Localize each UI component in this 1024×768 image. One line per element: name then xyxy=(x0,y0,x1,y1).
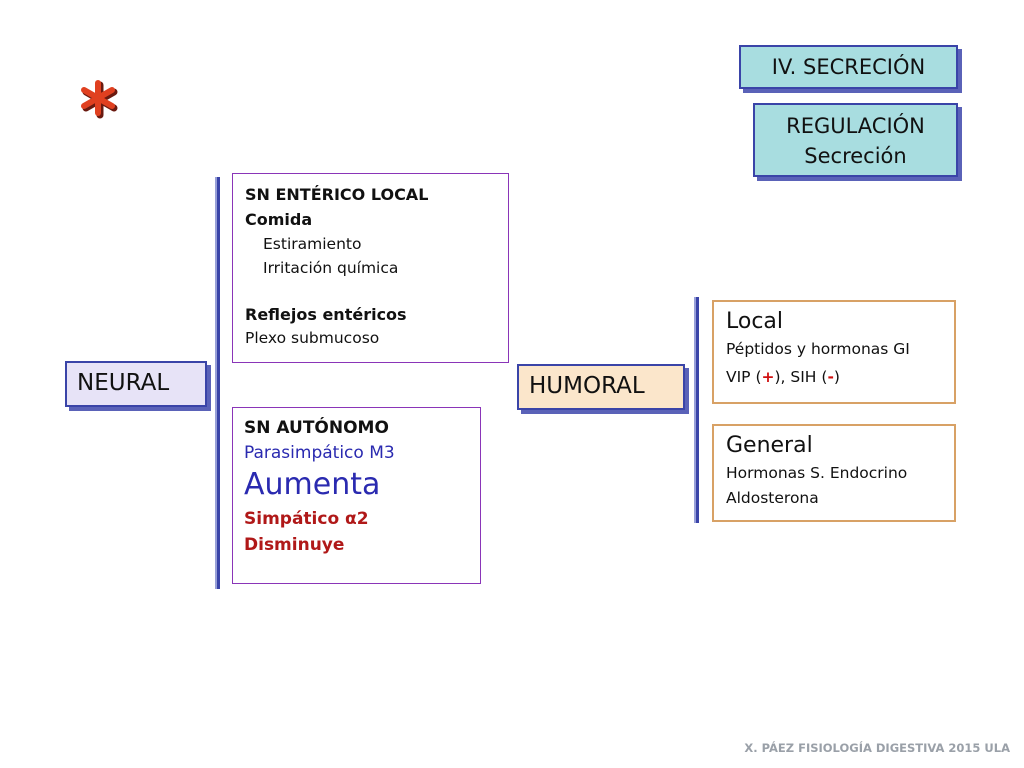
sympathetic-label: Simpático α2 xyxy=(244,509,369,529)
stimulus-item: Irritación química xyxy=(263,259,399,277)
enteric-nervous-system-box: SN ENTÉRICO LOCAL Comida Estiramiento Ir… xyxy=(232,173,509,363)
autonomic-title: SN AUTÓNOMO xyxy=(244,418,389,438)
local-line1: Péptidos y hormonas GI xyxy=(726,340,910,358)
plexus-label: Plexo submucoso xyxy=(245,329,380,347)
local-line2: VIP (+), SIH (-) xyxy=(726,362,954,392)
neural-label: NEURAL xyxy=(77,370,170,396)
local-line2-mid: ), SIH ( xyxy=(774,368,828,386)
stimulus-item: Estiramiento xyxy=(263,235,362,253)
reflex-title: Reflejos entéricos xyxy=(245,305,407,324)
decrease-label: Disminuye xyxy=(244,535,345,555)
increase-label: Aumenta xyxy=(244,467,381,502)
footer-credit: X. PÁEZ FISIOLOGÍA DIGESTIVA 2015 ULA xyxy=(744,741,1010,755)
local-title: Local xyxy=(726,309,784,334)
general-humoral-box: General Hormonas S. Endocrino Aldosteron… xyxy=(712,424,956,522)
regulation-title: REGULACIÓN xyxy=(786,114,925,138)
parasympathetic-label: Parasimpático M3 xyxy=(244,443,395,463)
minus-sign: - xyxy=(827,368,834,386)
regulation-subtitle: Secreción xyxy=(804,144,907,168)
section-title: IV. SECRECIÓN xyxy=(771,55,926,79)
general-line1: Hormonas S. Endocrino xyxy=(726,464,908,482)
regulation-box: REGULACIÓN Secreción xyxy=(753,103,958,177)
general-line2: Aldosterona xyxy=(726,489,819,507)
humoral-bracket xyxy=(696,297,701,523)
neural-bracket xyxy=(217,177,222,589)
asterisk-icon xyxy=(76,78,120,122)
humoral-category-box: HUMORAL xyxy=(517,364,685,410)
autonomic-nervous-system-box: SN AUTÓNOMO Parasimpático M3 Aumenta Sim… xyxy=(232,407,481,584)
local-humoral-box: Local Péptidos y hormonas GI VIP (+), SI… xyxy=(712,300,956,404)
enteric-title: SN ENTÉRICO LOCAL xyxy=(245,185,429,204)
enteric-stimulus: Comida xyxy=(245,210,313,229)
local-line2-suffix: ) xyxy=(833,368,840,386)
local-line2-prefix: VIP ( xyxy=(726,368,762,386)
general-title: General xyxy=(726,433,813,458)
humoral-label: HUMORAL xyxy=(529,373,645,399)
plus-sign: + xyxy=(761,368,775,386)
neural-category-box: NEURAL xyxy=(65,361,207,407)
section-title-box: IV. SECRECIÓN xyxy=(739,45,958,89)
